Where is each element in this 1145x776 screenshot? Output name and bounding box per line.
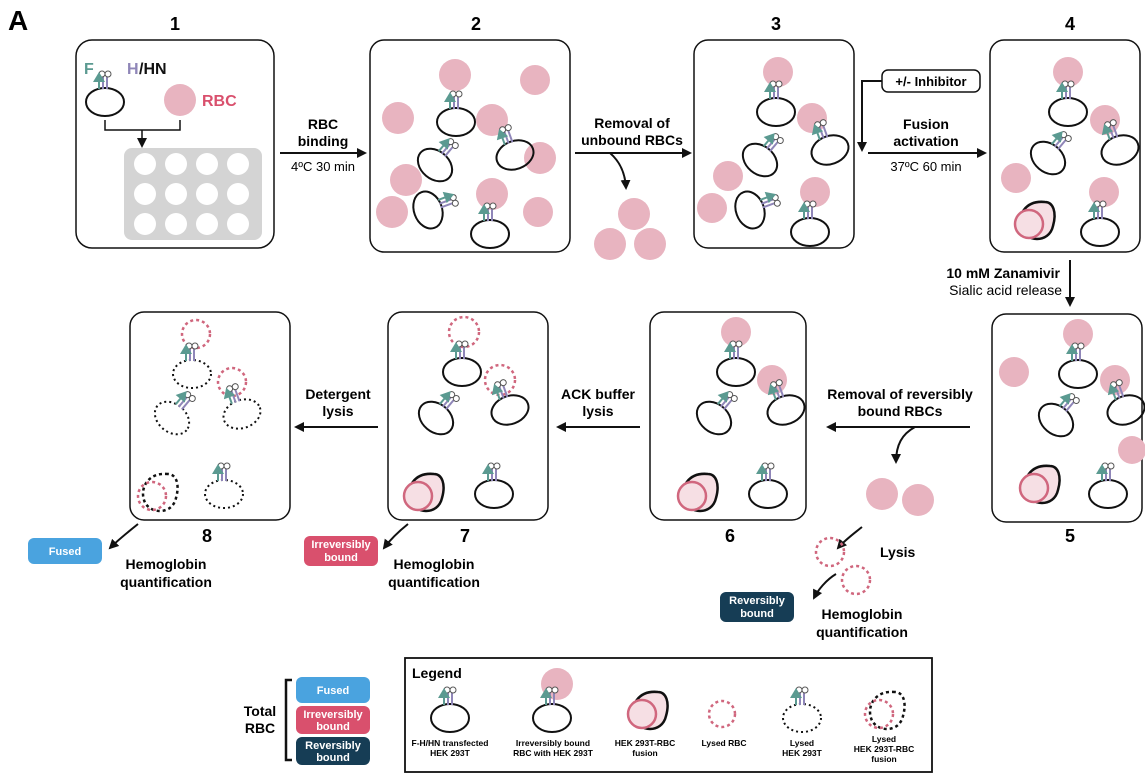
step-3-box	[693, 39, 855, 249]
total-fused-label: Fused	[317, 685, 349, 697]
sialic-label: Sialic acid release	[949, 282, 1062, 298]
hemoglobin-label-7: Hemoglobin	[394, 556, 475, 572]
step-8-box	[129, 311, 291, 521]
step-7-box	[387, 311, 549, 521]
label-h: H	[127, 61, 139, 78]
inhibitor-label: +/- Inhibitor	[895, 74, 966, 89]
legend-item-2-line1: Irreversibly bound	[516, 738, 590, 748]
detergent-label-1: Detergent	[305, 386, 371, 402]
reversible-rbcs	[866, 478, 934, 516]
lysed-rbc-icon-2	[840, 564, 872, 596]
rbc-binding-condition: 4ºC 30 min	[291, 159, 355, 174]
legend-item-5-line2: HEK 293T	[782, 748, 822, 758]
step-number-4: 4	[1065, 14, 1075, 34]
ack-label-1: ACK buffer	[561, 386, 635, 402]
step-1-box: F H /HN RBC	[75, 39, 275, 249]
fusion-label-2: activation	[893, 133, 958, 149]
legend-item-3-line2: fusion	[632, 748, 658, 758]
quantification-label-7: quantification	[388, 574, 480, 590]
legend-item-1-line2: HEK 293T	[430, 748, 470, 758]
quantification-label-8: quantification	[120, 574, 212, 590]
fusion-label-1: Fusion	[903, 116, 949, 132]
ack-label-2: lysis	[582, 403, 613, 419]
legend: Legend F-H/HN transfected HEK 293T Irrev…	[404, 657, 933, 773]
legend-item-1-line1: F-H/HN transfected	[412, 738, 489, 748]
total-rev-line1: Reversibly	[305, 740, 362, 752]
rbc-binding-label-2: binding	[298, 133, 349, 149]
step-number-3: 3	[771, 14, 781, 34]
total-irrev-line1: Irreversibly	[303, 709, 363, 721]
legend-item-4: Lysed RBC	[701, 738, 746, 748]
quantification-label-5: quantification	[816, 624, 908, 640]
panel-letter: A	[8, 5, 28, 36]
total-rbc-group: Total RBC Fused Irreversibly bound Rever…	[244, 677, 370, 765]
rbc-binding-label-1: RBC	[308, 116, 338, 132]
removal-rev-label-1: Removal of reversibly	[827, 386, 973, 402]
fusion-condition: 37ºC 60 min	[890, 159, 961, 174]
step-number-6: 6	[725, 526, 735, 546]
lysed-rbc-icon	[814, 536, 846, 568]
hemoglobin-label-8: Hemoglobin	[126, 556, 207, 572]
removal-rev-label-2: bound RBCs	[858, 403, 943, 419]
step-2-box	[369, 39, 571, 253]
total-label-2: RBC	[245, 720, 275, 736]
legend-item-2-line2: RBC with HEK 293T	[513, 748, 594, 758]
step-4-box	[989, 39, 1144, 253]
irreversibly-bound-badge	[304, 536, 378, 566]
irreversibly-bound-badge-line1: Irreversibly	[311, 539, 371, 551]
legend-item-6-line1: Lysed	[872, 734, 896, 744]
removal-unbound-label-1: Removal of	[594, 115, 670, 131]
legend-item-6-line2: HEK 293T-RBC	[854, 744, 914, 754]
legend-item-3-line1: HEK 293T-RBC	[615, 738, 675, 748]
step-number-2: 2	[471, 14, 481, 34]
legend-item-5-line1: Lysed	[790, 738, 814, 748]
lysis-label: Lysis	[880, 544, 915, 560]
legend-lysed-rbc-icon	[707, 699, 737, 729]
total-rev-line2: bound	[316, 752, 350, 764]
fused-badge-label: Fused	[49, 546, 81, 558]
label-rbc: RBC	[202, 93, 237, 110]
step-number-7: 7	[460, 526, 470, 546]
step-number-8: 8	[202, 526, 212, 546]
zanamivir-label: 10 mM Zanamivir	[946, 265, 1060, 281]
label-hn: /HN	[139, 61, 167, 78]
total-irrev-line2: bound	[316, 721, 350, 733]
total-label-1: Total	[244, 703, 276, 719]
removal-unbound-label-2: unbound RBCs	[581, 132, 683, 148]
rbc-icon	[164, 84, 196, 116]
step-5-box	[991, 313, 1145, 523]
fused-badge	[28, 538, 102, 564]
reversibly-bound-badge-line1: Reversibly	[729, 595, 786, 607]
reversibly-bound-badge-line2: bound	[740, 608, 774, 620]
step-6-box	[649, 311, 810, 521]
label-f: F	[84, 61, 94, 78]
step-number-5: 5	[1065, 526, 1075, 546]
detergent-label-2: lysis	[322, 403, 353, 419]
step-number-1: 1	[170, 14, 180, 34]
irreversibly-bound-badge-line2: bound	[324, 552, 358, 564]
legend-title: Legend	[412, 665, 462, 681]
reversibly-bound-badge	[720, 592, 794, 622]
legend-item-6-line3: fusion	[871, 754, 897, 764]
hemoglobin-label-5: Hemoglobin	[822, 606, 903, 622]
removed-rbcs	[594, 198, 666, 260]
well-plate-icon	[124, 148, 262, 240]
